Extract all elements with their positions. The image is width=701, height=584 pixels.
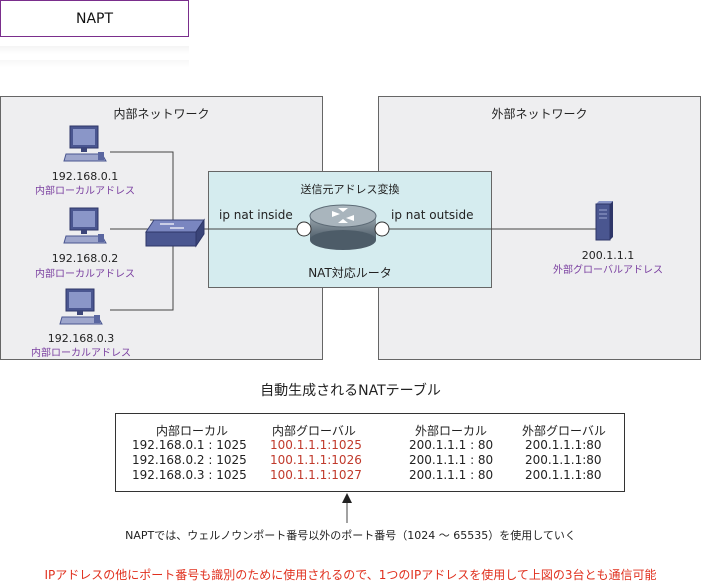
server-icon <box>592 200 614 242</box>
table-cell: 200.1.1.1:80 <box>525 453 602 467</box>
table-cell: 200.1.1.1:80 <box>525 468 602 482</box>
router-name: NAT対応ルータ <box>308 266 392 280</box>
address-conversion-label: 送信元アドレス変換 <box>300 183 400 196</box>
host-3-ip: 192.168.0.3 <box>47 332 115 345</box>
table-cell: 192.168.0.3 : 1025 <box>132 468 247 482</box>
table-cell: 100.1.1.1:1025 <box>270 438 362 452</box>
page-title: NAPT <box>0 0 189 37</box>
pc-icon <box>62 124 108 164</box>
table-cell: 100.1.1.1:1027 <box>270 468 362 482</box>
external-network-label: 外部ネットワーク <box>491 107 588 121</box>
host-3-address-type: 内部ローカルアドレス <box>31 348 131 359</box>
nat-outside-label: ip nat outside <box>391 208 474 222</box>
router-icon <box>294 202 392 254</box>
nat-inside-label: ip nat inside <box>219 208 293 222</box>
table-header-outside-global: 外部グローバル <box>522 424 606 438</box>
table-header-inside-global: 内部グローバル <box>272 424 356 438</box>
table-cell: 192.168.0.2 : 1025 <box>132 453 247 467</box>
internal-network-label: 内部ネットワーク <box>113 107 210 121</box>
title-underline-decoration-2 <box>0 60 189 68</box>
pc-icon <box>58 287 104 327</box>
table-header-outside-local: 外部ローカル <box>415 424 488 438</box>
title-underline-decoration <box>0 46 189 54</box>
host-2-ip: 192.168.0.2 <box>51 252 119 265</box>
nat-table: 内部ローカル 内部グローバル 外部ローカル 外部グローバル 192.168.0.… <box>115 413 625 492</box>
footer-note: IPアドレスの他にポート番号も識別のために使用されるので、1つのIPアドレスを使… <box>44 568 657 582</box>
host-1-ip: 192.168.0.1 <box>51 170 119 183</box>
table-cell: 200.1.1.1 : 80 <box>409 438 494 452</box>
table-cell: 200.1.1.1:80 <box>525 438 602 452</box>
table-cell: 200.1.1.1 : 80 <box>409 453 494 467</box>
pc-icon <box>62 206 108 246</box>
host-2-address-type: 内部ローカルアドレス <box>35 269 135 280</box>
table-cell: 100.1.1.1:1026 <box>270 453 362 467</box>
host-1-address-type: 内部ローカルアドレス <box>35 186 135 197</box>
server-ip: 200.1.1.1 <box>581 249 635 262</box>
table-cell: 200.1.1.1 : 80 <box>409 468 494 482</box>
nat-table-caption: 自動生成されるNATテーブル <box>260 383 441 399</box>
table-header-inside-local: 内部ローカル <box>156 424 229 438</box>
napt-port-note: NAPTでは、ウェルノウンポート番号以外のポート番号（1024 ～ 65535）… <box>125 529 576 542</box>
table-cell: 192.168.0.1 : 1025 <box>132 438 247 452</box>
server-address-type: 外部グローバルアドレス <box>553 265 663 276</box>
switch-icon <box>144 218 206 248</box>
note-arrow-head <box>342 493 352 503</box>
